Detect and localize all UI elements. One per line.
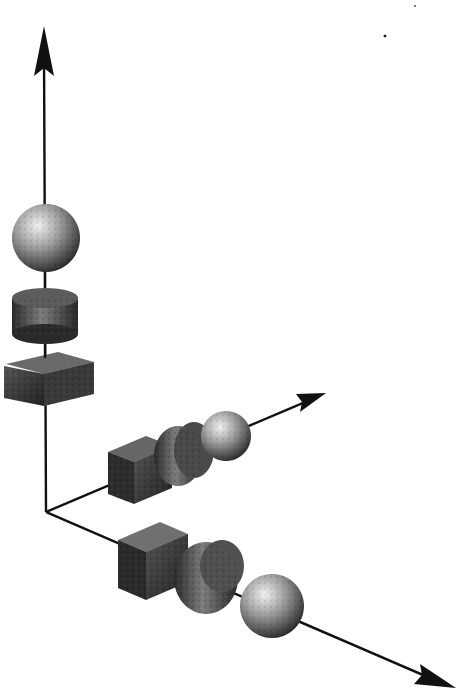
diagonal-up-object-stack — [108, 411, 251, 504]
sphere-icon — [201, 411, 251, 461]
sphere-icon — [12, 204, 80, 272]
cylinder-icon — [174, 540, 244, 614]
diagonal-down-axis-arrowhead — [414, 664, 456, 688]
cylinder-icon — [12, 288, 78, 344]
sphere-icon — [240, 574, 304, 638]
axes — [34, 26, 456, 688]
diagonal-up-axis-arrowhead — [296, 393, 326, 412]
diagonal-down-object-stack — [118, 522, 431, 680]
vertical-axis-arrowhead — [34, 26, 54, 76]
vertical-object-stack — [4, 204, 94, 406]
scan-specks — [383, 5, 416, 38]
cylinder-icon — [154, 422, 214, 486]
cube-icon — [4, 352, 94, 406]
